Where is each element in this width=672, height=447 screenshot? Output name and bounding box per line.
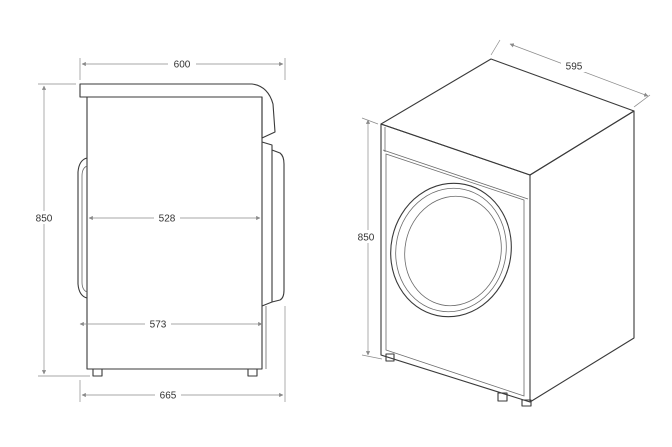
- dim-label-side-height: 850: [36, 214, 53, 225]
- side-foot-rear: [92, 368, 103, 377]
- side-rear-bump: [77, 157, 88, 299]
- dim-label-depth-mid: 573: [150, 320, 167, 331]
- iso-control-panel-line: [382, 149, 529, 200]
- side-door: [271, 149, 285, 303]
- side-top-plate: [79, 83, 276, 139]
- iso-dimensions: 595 850: [355, 39, 651, 360]
- iso-door-outer: [390, 182, 512, 318]
- iso-door-glass: [404, 195, 502, 307]
- side-view: [77, 83, 285, 377]
- iso-foot-front: [497, 392, 508, 402]
- iso-side-face: [529, 110, 635, 403]
- side-foot-front: [247, 368, 258, 377]
- iso-foot-left: [385, 353, 395, 362]
- side-body: [86, 96, 263, 370]
- dim-label-iso-height: 850: [358, 233, 375, 244]
- dim-label-iso-width: 595: [566, 62, 583, 73]
- iso-view: [380, 58, 635, 407]
- iso-foot-right: [521, 399, 532, 407]
- iso-door: [390, 182, 512, 318]
- side-dimensions: 600 850 528 573 665: [32, 57, 286, 402]
- dim-label-depth-total: 665: [160, 391, 177, 402]
- dim-label-depth-inner: 528: [159, 214, 176, 225]
- iso-front-face: [380, 123, 531, 403]
- dim-label-top-width: 600: [174, 60, 191, 71]
